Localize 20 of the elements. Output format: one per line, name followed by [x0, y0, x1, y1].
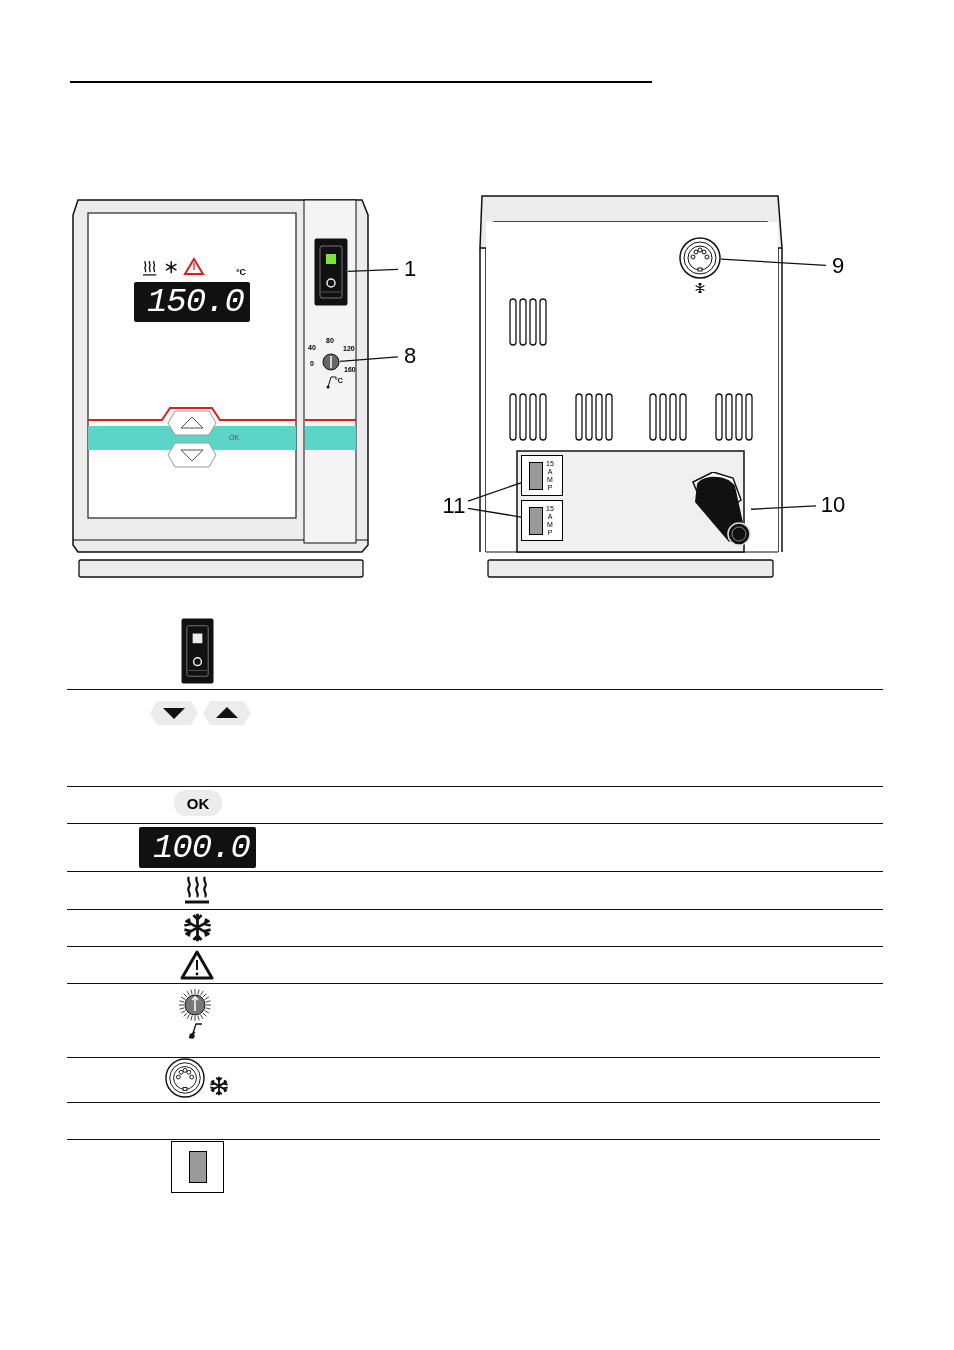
unit-label: °C	[236, 268, 247, 277]
callout-number: 9	[831, 253, 845, 279]
leader-line	[467, 482, 522, 502]
fuse-holder	[521, 500, 563, 541]
callout-number: 11	[442, 493, 466, 519]
leader-line	[339, 356, 399, 362]
callout-number: 10	[820, 492, 846, 518]
led-display: 100.0	[139, 827, 256, 868]
led-display: 150.0	[134, 282, 250, 322]
leader-line	[347, 268, 399, 272]
temperature-dial	[322, 353, 340, 371]
callout-number: 8	[403, 343, 417, 369]
leader-line	[750, 505, 817, 510]
leader-line	[720, 258, 827, 266]
connector-socket	[679, 237, 721, 279]
power-switch	[314, 238, 348, 306]
callout-number: 1	[403, 256, 417, 282]
leader-line	[467, 507, 522, 518]
ok-button: OK	[174, 790, 222, 816]
fuse-holder	[521, 455, 563, 496]
